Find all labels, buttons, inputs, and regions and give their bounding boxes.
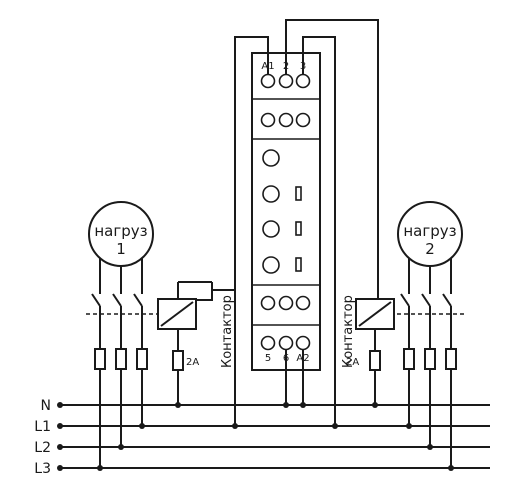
fuse-2a-right-label: 2A	[346, 357, 359, 368]
bus-label-n: N	[41, 398, 51, 414]
junction	[97, 465, 103, 471]
load-1-label: нагруз	[94, 222, 147, 240]
fuse-2a-right	[369, 350, 381, 371]
fuse	[115, 348, 127, 370]
terminal	[260, 295, 276, 311]
load-group-left: нагруз 1 2A Контактор	[86, 201, 235, 471]
setting-knob	[262, 185, 280, 203]
junction	[139, 423, 145, 429]
fuse	[136, 348, 148, 370]
contact-blade	[442, 293, 452, 307]
contactor-right-label: Контактор	[341, 295, 356, 368]
terminal	[278, 295, 294, 311]
bus-label-l2: L2	[34, 440, 51, 456]
terminal	[295, 295, 311, 311]
bus-n-terminal	[57, 402, 63, 408]
wire-terminal-a1	[234, 36, 269, 426]
led-indicator	[295, 221, 302, 236]
contact-blade	[421, 293, 431, 307]
terminal-2	[278, 73, 294, 89]
fuse	[94, 348, 106, 370]
terminal-5	[260, 335, 276, 351]
junction	[372, 402, 378, 408]
setting-knob	[262, 149, 280, 167]
fuse-2a-left	[172, 350, 184, 371]
load-group-right: нагруз 2 2A Контактор	[341, 201, 466, 471]
coil-slash	[160, 301, 194, 327]
fuse-2a-left-label: 2A	[186, 357, 199, 368]
fuse	[424, 348, 436, 370]
terminal-a1	[260, 73, 276, 89]
bus-l2-terminal	[57, 444, 63, 450]
junction	[406, 423, 412, 429]
junction	[175, 402, 181, 408]
junction	[283, 402, 289, 408]
contact-blade	[91, 293, 101, 307]
terminal	[278, 112, 294, 128]
setting-knob	[262, 256, 280, 274]
control-wiring	[196, 19, 379, 429]
junction	[427, 444, 433, 450]
terminal-label-5: 5	[265, 353, 271, 364]
fuse	[403, 348, 415, 370]
bus-l3-terminal	[57, 465, 63, 471]
led-indicator	[295, 257, 302, 272]
bus-l1-terminal	[57, 423, 63, 429]
relay-module: A1 2 3 5 6 A2	[251, 52, 321, 371]
contact-blade	[112, 293, 122, 307]
terminal	[295, 112, 311, 128]
load-2-number: 2	[425, 240, 435, 258]
contact-blade	[133, 293, 143, 307]
junction	[300, 402, 306, 408]
bus-label-l1: L1	[34, 419, 51, 435]
wire-terminal-3	[302, 36, 336, 426]
relay-body	[251, 52, 321, 371]
terminal-3	[295, 73, 311, 89]
contactor-left-label: Контактор	[220, 295, 235, 368]
junction	[448, 465, 454, 471]
bus-bars: N L1 L2 L3	[34, 398, 490, 477]
terminal	[260, 112, 276, 128]
terminal-6	[278, 335, 294, 351]
bus-label-l3: L3	[34, 461, 51, 477]
led-indicator	[295, 186, 302, 201]
junction	[118, 444, 124, 450]
junction	[232, 423, 238, 429]
terminal-a2	[295, 335, 311, 351]
load-2-label: нагруз	[403, 222, 456, 240]
setting-knob	[262, 220, 280, 238]
coil-slash	[358, 301, 392, 327]
contact-blade	[400, 293, 410, 307]
load-1-number: 1	[116, 240, 126, 258]
junction	[332, 423, 338, 429]
fuse	[445, 348, 457, 370]
